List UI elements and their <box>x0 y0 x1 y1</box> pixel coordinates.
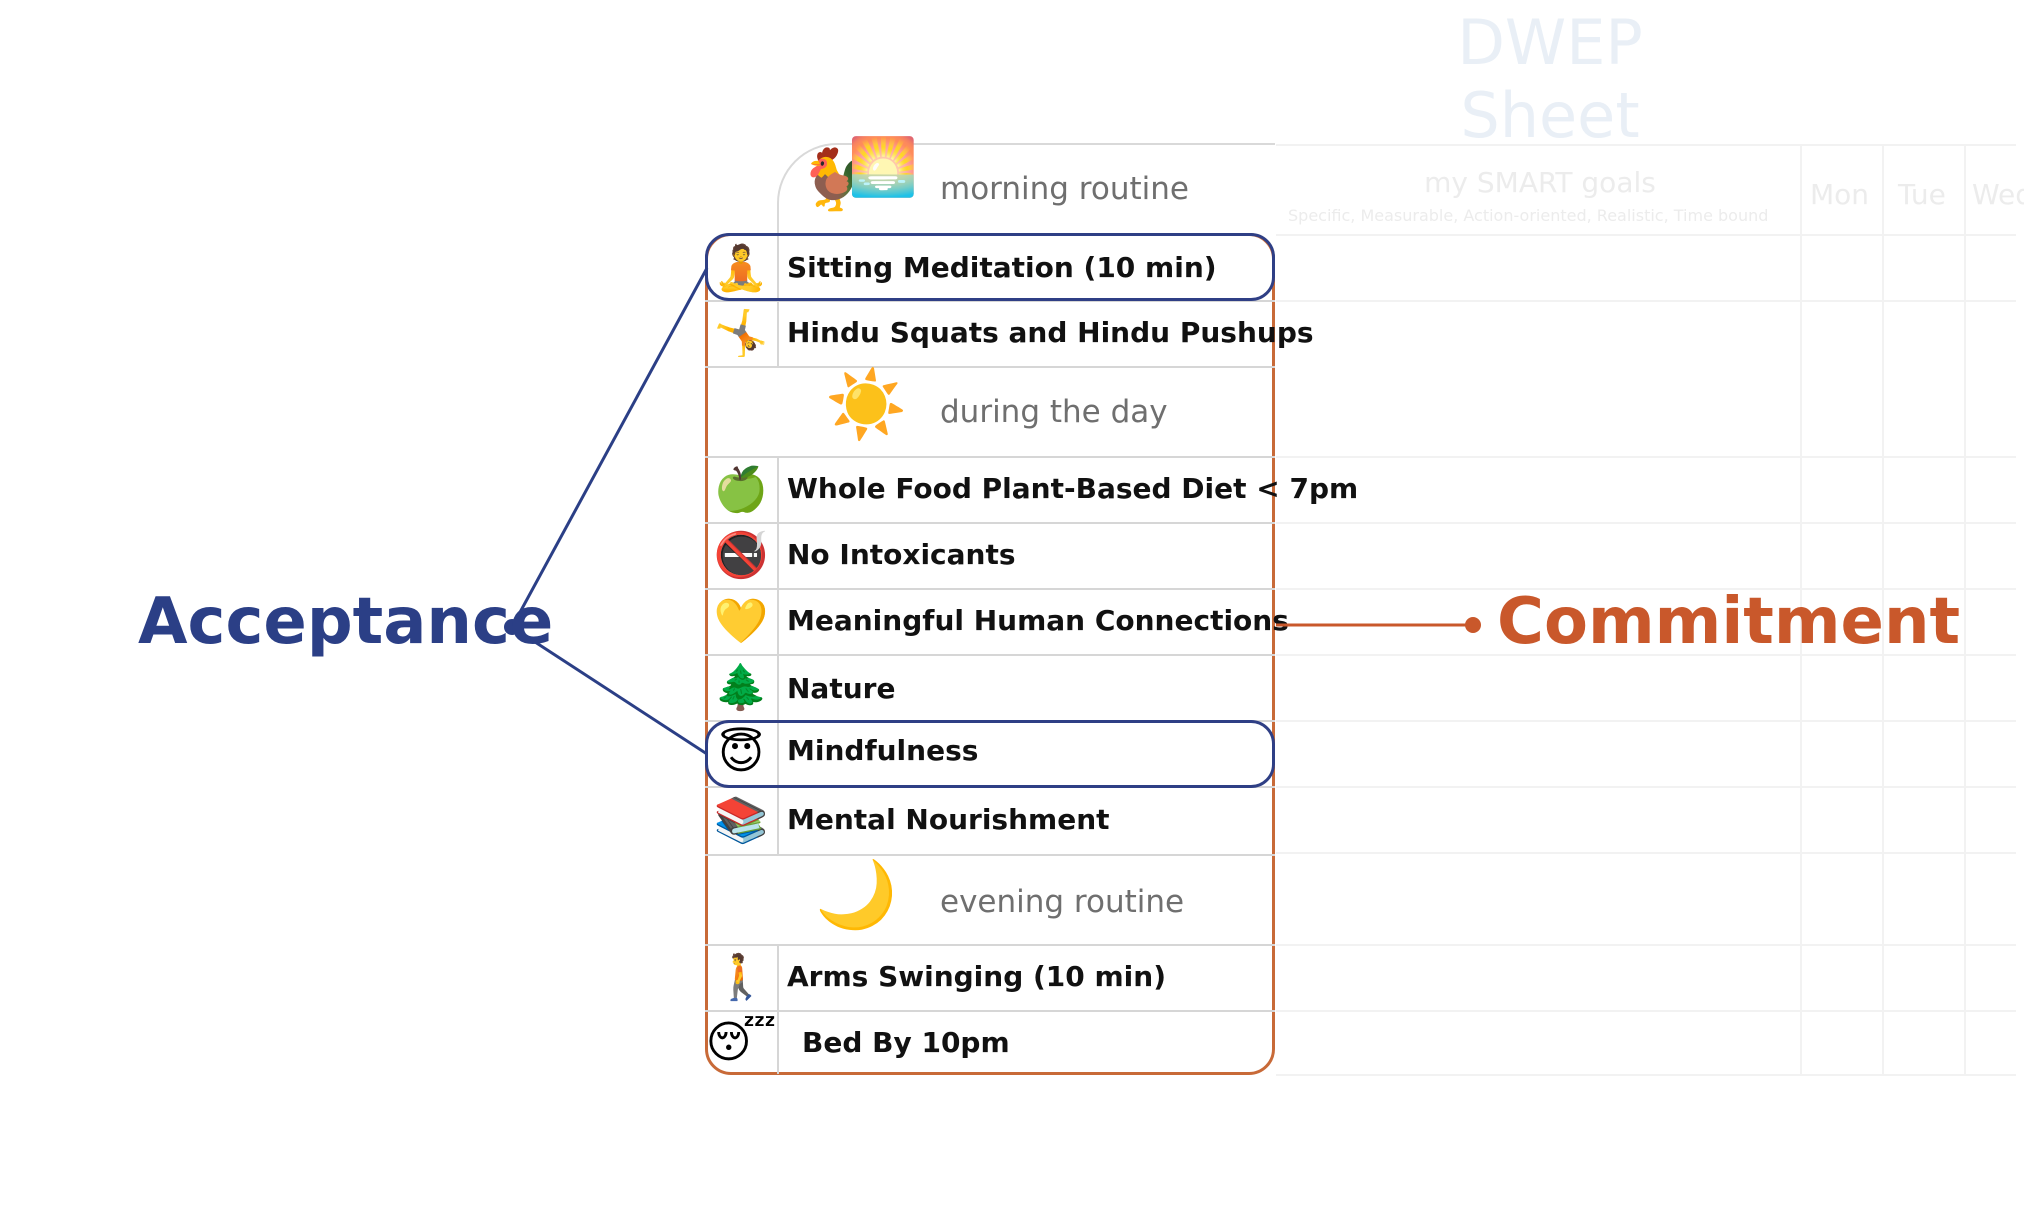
evening-routine-label: evening routine <box>940 884 1185 920</box>
row-divider <box>705 522 1275 524</box>
acceptance-highlight-meditation <box>705 233 1275 301</box>
grid-line <box>1276 944 2016 946</box>
pushup-icon: 🤸 <box>713 308 769 359</box>
goals-subtitle: Specific, Measurable, Action-oriented, R… <box>1288 206 1769 225</box>
row-label-mindfulness: Mindfulness <box>787 734 979 767</box>
tree-icon: 🌲 <box>713 662 769 713</box>
books-icon: 📚 <box>713 795 769 846</box>
row-label-no-intoxicants: No Intoxicants <box>787 538 1016 571</box>
moon-cloud-icon: 🌙 <box>815 856 898 933</box>
acceptance-dot <box>504 619 520 635</box>
row-divider <box>705 588 1275 590</box>
sun-icon: ☀️ <box>825 366 908 443</box>
day-header-wed: Wed <box>1972 178 2024 211</box>
grid-line <box>1276 1010 2016 1012</box>
acceptance-label: Acceptance <box>138 585 554 659</box>
rooster-sunrise-icon: 🐓 <box>800 145 875 215</box>
grid-line <box>1276 852 2016 854</box>
morning-routine-label: morning routine <box>940 171 1189 207</box>
row-divider <box>705 944 1275 946</box>
acceptance-connector-top <box>510 267 709 628</box>
row-divider <box>705 1010 1275 1012</box>
row-divider <box>705 456 1275 458</box>
acceptance-connector-bottom <box>511 625 708 756</box>
row-divider <box>705 854 1275 856</box>
row-divider <box>705 654 1275 656</box>
grid-line <box>1276 144 2016 146</box>
grid-line <box>1276 1074 2016 1076</box>
row-label-sitting-meditation: Sitting Meditation (10 min) <box>787 251 1217 284</box>
day-header-tue: Tue <box>1898 178 1946 211</box>
commitment-dot <box>1465 617 1481 633</box>
row-label-human-connections: Meaningful Human Connections <box>787 604 1289 637</box>
row-label-mental-nourishment: Mental Nourishment <box>787 803 1110 836</box>
row-label-arms-swinging: Arms Swinging (10 min) <box>787 960 1167 993</box>
grid-line <box>1276 654 2016 656</box>
grid-line <box>1882 144 1884 1074</box>
row-label-bed-by-10pm: Bed By 10pm <box>802 1026 1010 1059</box>
grid-line <box>1276 300 2016 302</box>
row-divider <box>705 300 1275 302</box>
morning-header-cell <box>777 143 1275 235</box>
apple-icon: 🍏 <box>713 464 769 515</box>
column-separator <box>777 456 779 856</box>
row-label-nature: Nature <box>787 672 896 705</box>
row-divider <box>705 366 1275 368</box>
grid-line <box>1800 144 1802 1074</box>
column-separator <box>777 944 779 1074</box>
goals-title: my SMART goals <box>1424 166 1656 199</box>
sunrise-icon: 🌅 <box>848 135 918 200</box>
grid-line <box>1276 720 2016 722</box>
grid-line <box>1276 234 2016 236</box>
walking-person-icon: 🚶 <box>713 952 769 1003</box>
grid-line <box>1276 786 2016 788</box>
sheet-title: DWEP Sheet <box>1457 6 1643 152</box>
during-the-day-label: during the day <box>940 394 1168 430</box>
commitment-label: Commitment <box>1497 585 1961 659</box>
row-label-plant-based-diet: Whole Food Plant-Based Diet < 7pm <box>787 472 1359 505</box>
row-label-hindu-squats: Hindu Squats and Hindu Pushups <box>787 316 1314 349</box>
no-smoking-icon: 🚭 <box>713 530 769 581</box>
grid-line <box>1964 144 1966 1074</box>
grid-line <box>1276 456 2016 458</box>
grid-line <box>1276 588 2016 590</box>
day-header-mon: Mon <box>1810 178 1870 211</box>
sleeping-face-icon: 😴 <box>705 1017 777 1068</box>
grid-line <box>1276 522 2016 524</box>
heart-icon: 💛 <box>713 596 769 647</box>
